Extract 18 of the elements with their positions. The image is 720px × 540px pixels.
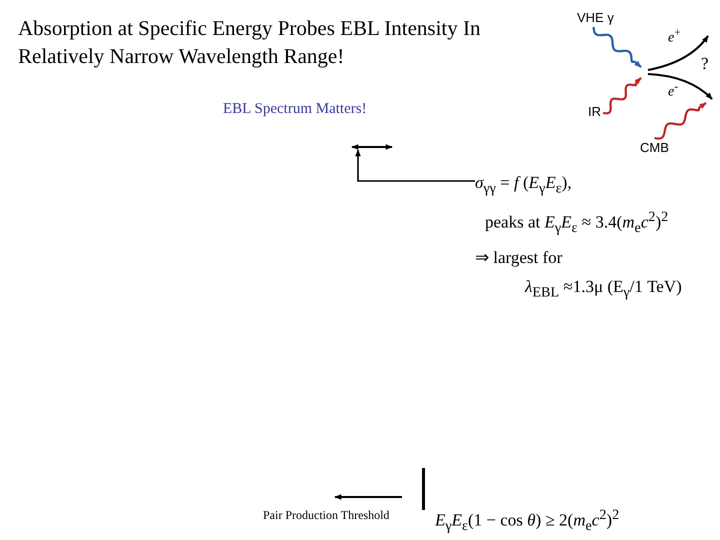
particle-label: e$^{+}$ bbox=[668, 26, 681, 47]
slide-title: Absorption at Specific Energy Probes EBL Intensity In Relatively Narrow Wavelength Range! bbox=[18, 15, 482, 70]
formula-line: σ$_{γγ}$ = f (E$_{γ}$E$_{ε}$), bbox=[475, 172, 573, 198]
photon-arrow bbox=[592, 26, 642, 68]
formula-line: ⇒ largest for bbox=[475, 247, 564, 270]
particle-label: CMB bbox=[640, 140, 669, 155]
formula-line: λ$_{EBL}$ ≈1.3μ (E$_{γ}$/1 TeV) bbox=[525, 276, 682, 303]
heading-note: EBL Spectrum Matters! bbox=[223, 101, 367, 118]
particle-label: ? bbox=[701, 54, 709, 74]
photon-arrow bbox=[602, 77, 642, 114]
threshold-formula: E$_{γ}$E$_{ε}$(1 − cos θ) ≥ 2(m$_{e}$c$^{2}$)$^{2}$ bbox=[435, 507, 620, 536]
particle-label: VHE γ bbox=[577, 10, 614, 25]
formula-line: peaks at E$_{γ}$E$_{ε}$ ≈ 3.4(m$_{e}$c$^{2}$)$^{2}$ bbox=[485, 208, 670, 238]
threshold-label: Pair Production Threshold bbox=[263, 508, 390, 523]
arrow bbox=[355, 149, 475, 182]
particle-label: IR bbox=[588, 104, 601, 119]
photon-arrow bbox=[654, 102, 707, 140]
particle-label: e$^{-}$ bbox=[668, 80, 678, 101]
